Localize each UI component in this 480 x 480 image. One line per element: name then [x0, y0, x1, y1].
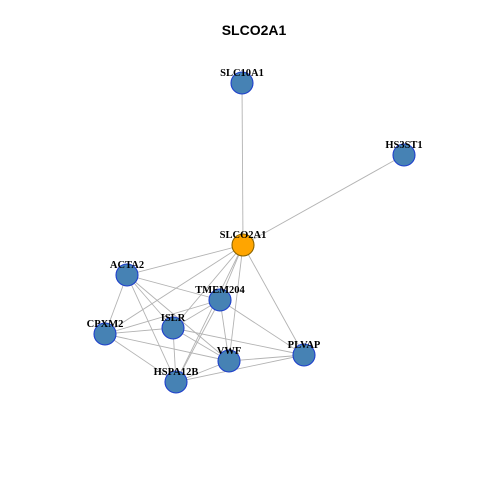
node-label-plvap: PLVAP — [288, 340, 321, 351]
edge-acta2-hspa12b — [126, 274, 177, 383]
edge-slco2a1-vwf — [228, 244, 244, 362]
node-layer — [93, 71, 416, 394]
node-label-cpxm2: CPXM2 — [87, 319, 124, 330]
node-hs3st1[interactable] — [392, 143, 416, 167]
node-plvap[interactable] — [292, 343, 316, 367]
edge-islr-plvap — [172, 327, 305, 356]
node-acta2[interactable] — [115, 263, 139, 287]
edge-slco2a1-cpxm2 — [104, 244, 244, 335]
edge-plvap-hspa12b — [175, 354, 305, 383]
edge-acta2-islr — [126, 274, 174, 329]
edge-slco2a1-islr — [172, 244, 244, 329]
node-label-islr: ISLR — [161, 313, 186, 324]
edge-acta2-tmem204 — [126, 274, 221, 301]
node-label-slc10a1: SLC10A1 — [220, 68, 264, 79]
node-hspa12b[interactable] — [164, 370, 188, 394]
node-label-vwf: VWF — [217, 346, 242, 357]
node-slco2a1[interactable] — [231, 233, 255, 257]
node-islr[interactable] — [161, 316, 185, 340]
edge-vwf-plvap — [228, 354, 305, 362]
edge-slco2a1-plvap — [242, 244, 305, 356]
node-label-slco2a1: SLCO2A1 — [220, 230, 267, 241]
graph-title: SLCO2A1 — [222, 22, 287, 38]
edge-tmem204-cpxm2 — [104, 299, 221, 335]
edge-slco2a1-hs3st1 — [242, 154, 405, 246]
edge-slco2a1-slc10a1 — [241, 82, 244, 246]
edge-tmem204-plvap — [219, 299, 305, 356]
edge-cpxm2-hspa12b — [104, 333, 177, 383]
node-tmem204[interactable] — [208, 288, 232, 312]
edge-slco2a1-acta2 — [126, 244, 244, 276]
edge-cpxm2-vwf — [104, 333, 230, 362]
node-label-tmem204: TMEM204 — [195, 285, 245, 296]
edge-tmem204-hspa12b — [175, 299, 221, 383]
node-slc10a1[interactable] — [230, 71, 254, 95]
node-cpxm2[interactable] — [93, 322, 117, 346]
edge-slco2a1-hspa12b — [175, 244, 244, 383]
node-vwf[interactable] — [217, 349, 241, 373]
node-label-hspa12b: HSPA12B — [154, 367, 199, 378]
node-label-acta2: ACTA2 — [110, 260, 144, 271]
node-label-hs3st1: HS3ST1 — [385, 140, 422, 151]
